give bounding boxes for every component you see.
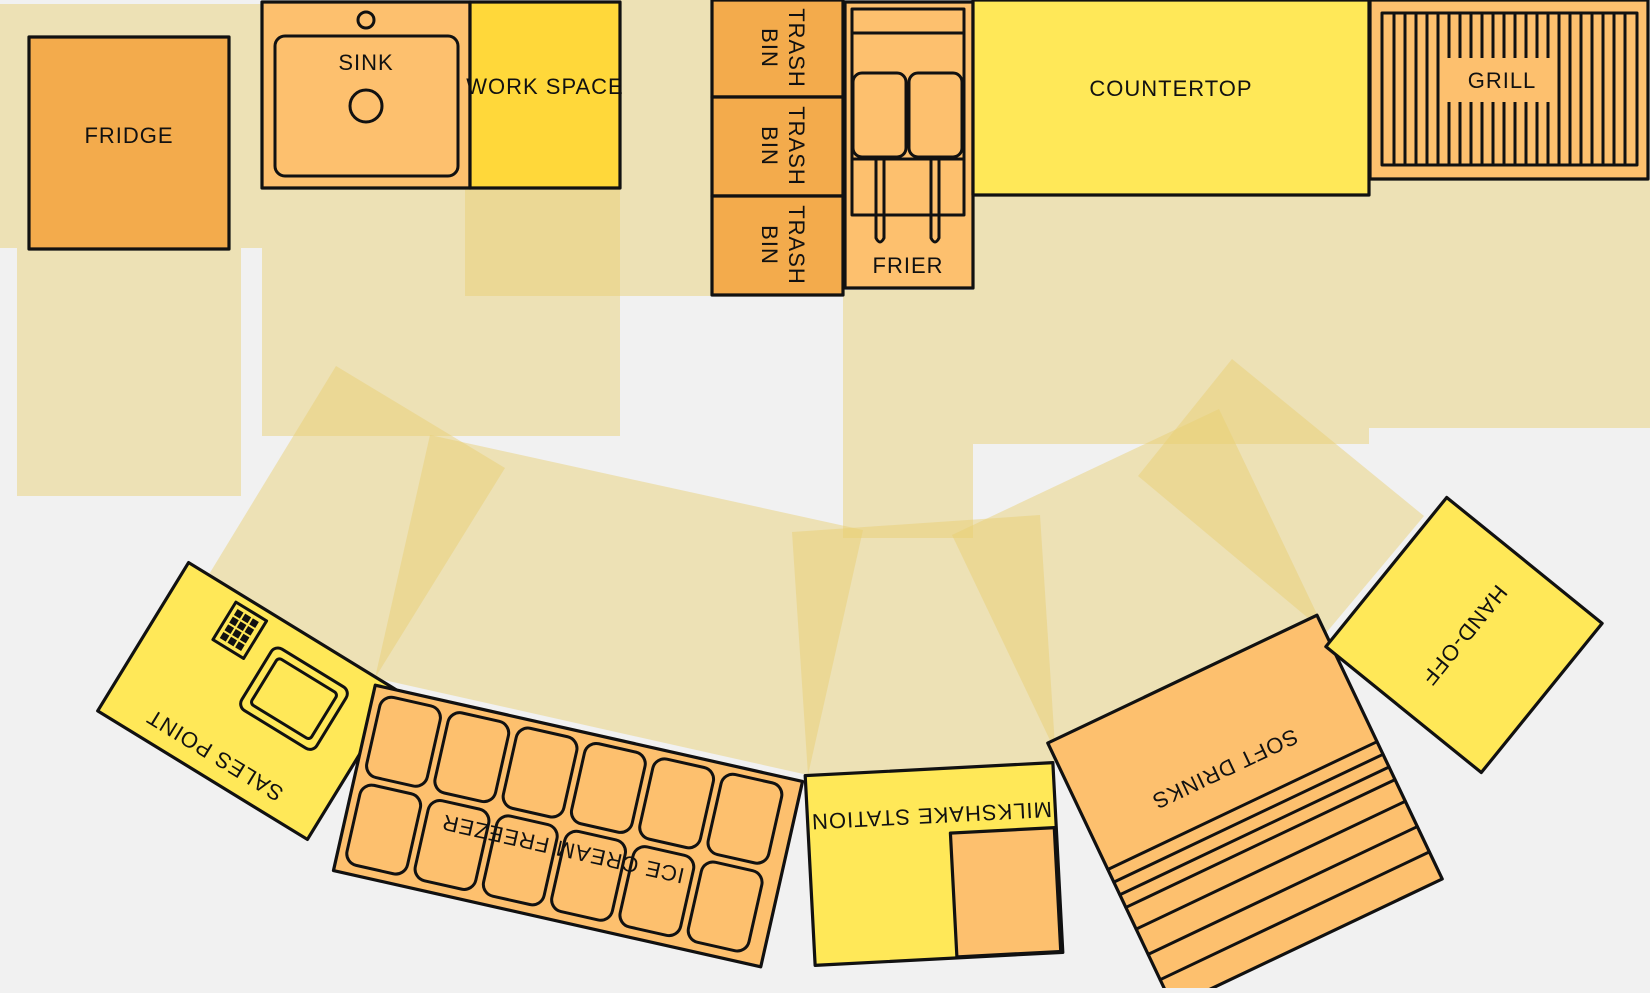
grill-work-zone (1369, 180, 1650, 428)
sales-point[interactable]: SALES POINT (96, 560, 400, 842)
workspace-zone (465, 188, 620, 296)
sales-point-reach-zone (208, 366, 505, 678)
ice-cream-freezer[interactable]: ICE CREAM FREEZER (331, 683, 805, 969)
faucet-icon (356, 10, 376, 30)
keypad-key (235, 641, 245, 652)
fridge[interactable]: FRIDGE (27, 35, 231, 251)
fridge-label: FRIDGE (84, 123, 173, 148)
frier-work-zone (843, 290, 973, 538)
hand-off-reach-zone (1138, 359, 1424, 633)
ice-cream-tub (345, 783, 423, 876)
sink-work-zone (262, 188, 620, 436)
freezer-reach-zone (375, 435, 863, 775)
ice-cream-tub (638, 757, 716, 850)
grill[interactable]: GRILL (1368, 0, 1650, 181)
keypad-key (233, 608, 244, 619)
keypad-key (241, 613, 252, 624)
trash-bin-2-label-line2: BIN (757, 126, 782, 166)
sink[interactable]: SINK (260, 0, 472, 190)
drink-dispenser-lines (1106, 740, 1431, 982)
keypad-key (236, 621, 247, 631)
trash-bin-3-label-line1: TRASH (784, 205, 809, 285)
dispenser-line (1146, 825, 1419, 956)
dispenser-line (1158, 850, 1431, 982)
keypad-key (249, 618, 259, 629)
blender-unit (948, 826, 1063, 959)
dispenser-line (1124, 778, 1397, 909)
dispenser-line (1134, 799, 1407, 931)
trash-bin-2[interactable]: TRASH BIN (710, 95, 845, 198)
ice-cream-tub (365, 695, 442, 788)
trash-bin-3-label-line2: BIN (757, 225, 782, 265)
grill-label-plate (1447, 58, 1557, 102)
countertop-label: COUNTERTOP (1089, 76, 1252, 101)
grill-label: GRILL (1468, 68, 1537, 93)
trash-bin-1-label-line2: BIN (757, 28, 782, 68)
ice-cream-tubs (345, 695, 784, 953)
keypad-key (224, 624, 235, 634)
ice-cream-tub (433, 711, 511, 804)
ice-cream-tub (481, 814, 559, 907)
ice-cream-tub (706, 772, 784, 865)
drain-icon (348, 88, 384, 124)
dispenser-edge (1106, 740, 1379, 871)
countertop-work-zone (973, 196, 1369, 444)
trash-bin-3[interactable]: TRASH BIN (710, 194, 845, 297)
ice-cream-tub (550, 829, 627, 922)
keypad-key (219, 631, 230, 642)
sink-label: SINK (338, 50, 393, 75)
hand-off[interactable]: HAND-OFF (1324, 495, 1604, 775)
keypad-key (232, 629, 242, 639)
dispenser-line (1112, 752, 1385, 884)
countertop[interactable]: COUNTERTOP (971, 0, 1371, 197)
keypad-key (244, 626, 255, 636)
frier-label: FRIER (873, 253, 944, 278)
frier[interactable]: FRIER (843, 0, 975, 290)
soft-drinks[interactable]: SOFT DRINKS (1046, 613, 1444, 993)
ice-cream-tub (686, 860, 764, 953)
trash-bin-1[interactable]: TRASH BIN (710, 0, 845, 99)
keypad-key (239, 633, 250, 644)
ice-cream-tub (618, 845, 696, 938)
trash-bin-1-label-line1: TRASH (784, 8, 809, 88)
ice-cream-tub (569, 741, 647, 834)
ice-cream-tub (501, 726, 579, 819)
fry-basket-icon (851, 71, 964, 244)
work-space-label: WORK SPACE (466, 74, 624, 99)
fridge-door-zone (17, 248, 241, 496)
keypad-key (227, 636, 238, 647)
keypad-icon (211, 600, 269, 660)
work-space[interactable]: WORK SPACE (466, 0, 624, 190)
keypad-key (229, 616, 239, 627)
trash-bin-2-label-line1: TRASH (784, 106, 809, 186)
dispenser-line (1118, 765, 1391, 897)
milkshake-station[interactable]: MILKSHAKE STATION (803, 761, 1065, 967)
service-corridor-zone (620, 0, 712, 296)
ice-cream-tub (413, 798, 491, 891)
work-zones (0, 0, 1650, 775)
card-terminal-icon (239, 646, 349, 751)
milkshake-reach-zone (792, 515, 1056, 775)
